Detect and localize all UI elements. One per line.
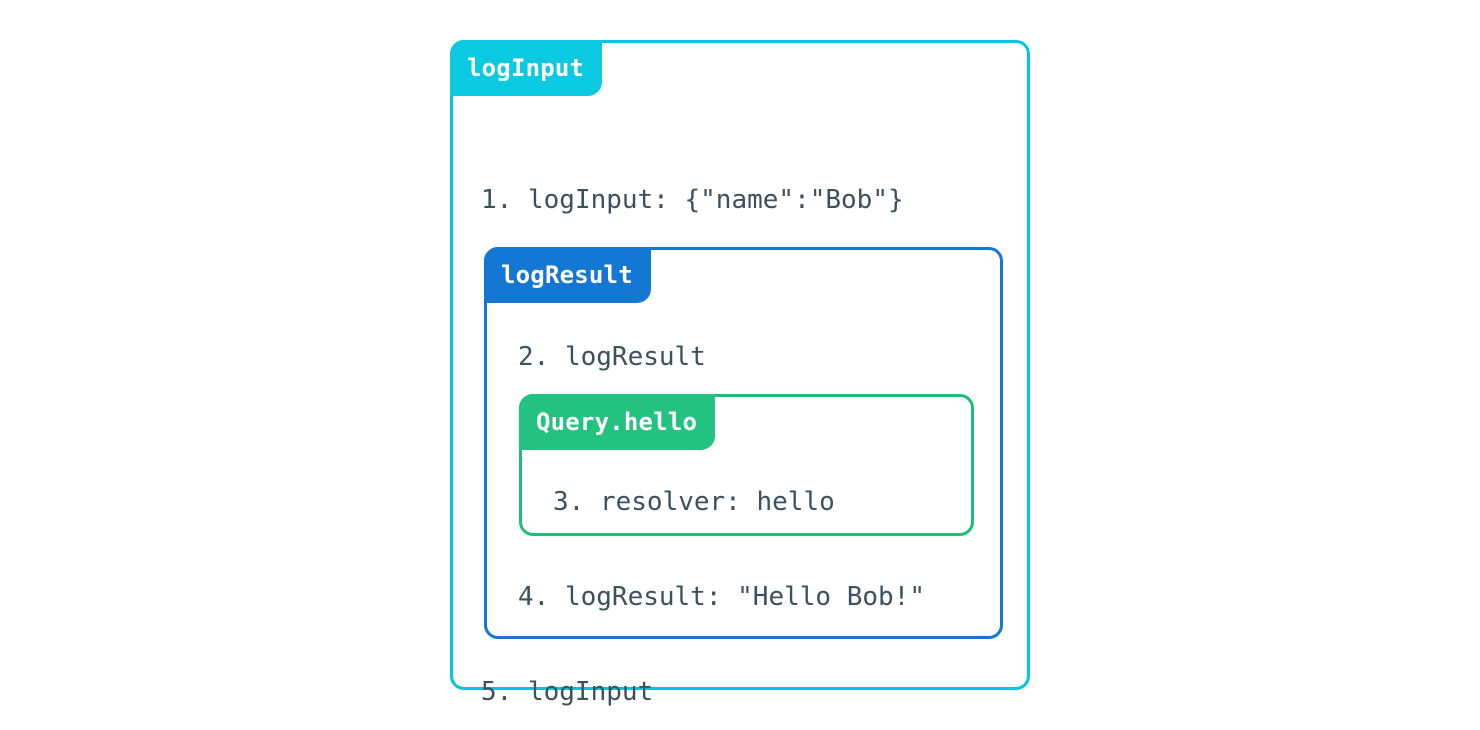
span-label-query-hello: Query.hello [519,394,716,450]
span-label-logresult: logResult [484,247,651,303]
span-box-loginput: logInput 1. logInput: {"name":"Bob"} log… [450,40,1030,705]
trace-line-4: 4. logResult: "Hello Bob!" [518,582,925,612]
trace-line-5: 5. logInput [481,677,654,707]
span-label-loginput: logInput [450,40,603,96]
span-box-query-hello: Query.hello 3. resolver: hello [519,394,974,536]
trace-line-3: 3. resolver: hello [553,487,835,517]
span-box-logresult: logResult 2. logResult Query.hello 3. re… [484,247,1003,639]
span-body-logresult: 2. logResult Query.hello 3. resolver: he… [487,306,1000,636]
trace-line-1: 1. logInput: {"name":"Bob"} [481,185,904,215]
span-body-query-hello: 3. resolver: hello [522,453,971,533]
trace-line-2: 2. logResult [518,342,706,372]
span-body-loginput: 1. logInput: {"name":"Bob"} logResult 2.… [453,99,1027,705]
